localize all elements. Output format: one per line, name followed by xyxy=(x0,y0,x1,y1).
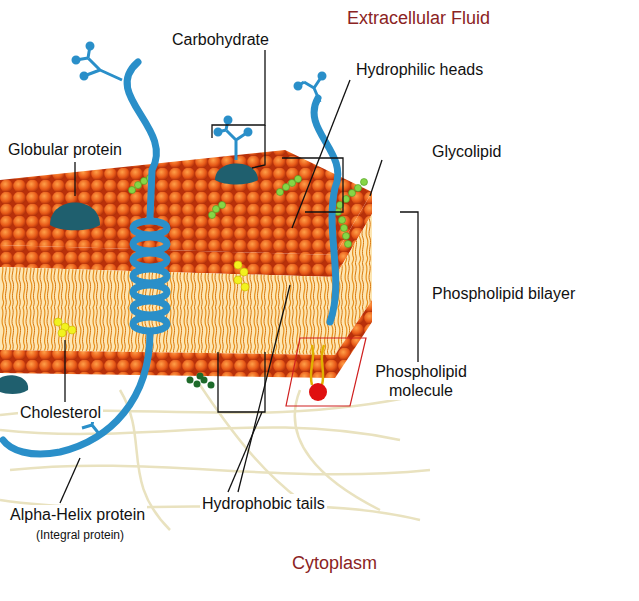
part-note: (Integral protein) xyxy=(34,528,126,542)
cytoskeleton xyxy=(0,385,430,530)
part-label: Hydrophobic tails xyxy=(200,494,327,513)
region-label: Extracellular Fluid xyxy=(345,8,492,30)
part-label: Hydrophilic heads xyxy=(354,60,485,79)
phospholipid-molecule xyxy=(286,338,366,406)
part-label: Phospholipid bilayer xyxy=(430,284,577,303)
cholesterol xyxy=(54,261,249,337)
region-label: Cytoplasm xyxy=(290,553,379,575)
part-label: Globular protein xyxy=(6,140,124,159)
part-label: Glycolipid xyxy=(430,142,503,161)
phospholipid-bilayer xyxy=(0,150,372,378)
carbohydrate xyxy=(73,43,325,435)
part-label: Phospholipid molecule xyxy=(364,362,478,400)
leader-lines xyxy=(60,50,418,503)
globular-protein xyxy=(0,164,258,395)
part-label: Carbohydrate xyxy=(170,30,271,49)
glycolipid-inner xyxy=(187,373,215,389)
part-label: Alpha-Helix protein xyxy=(8,505,147,524)
part-label: Cholesterol xyxy=(18,403,103,422)
